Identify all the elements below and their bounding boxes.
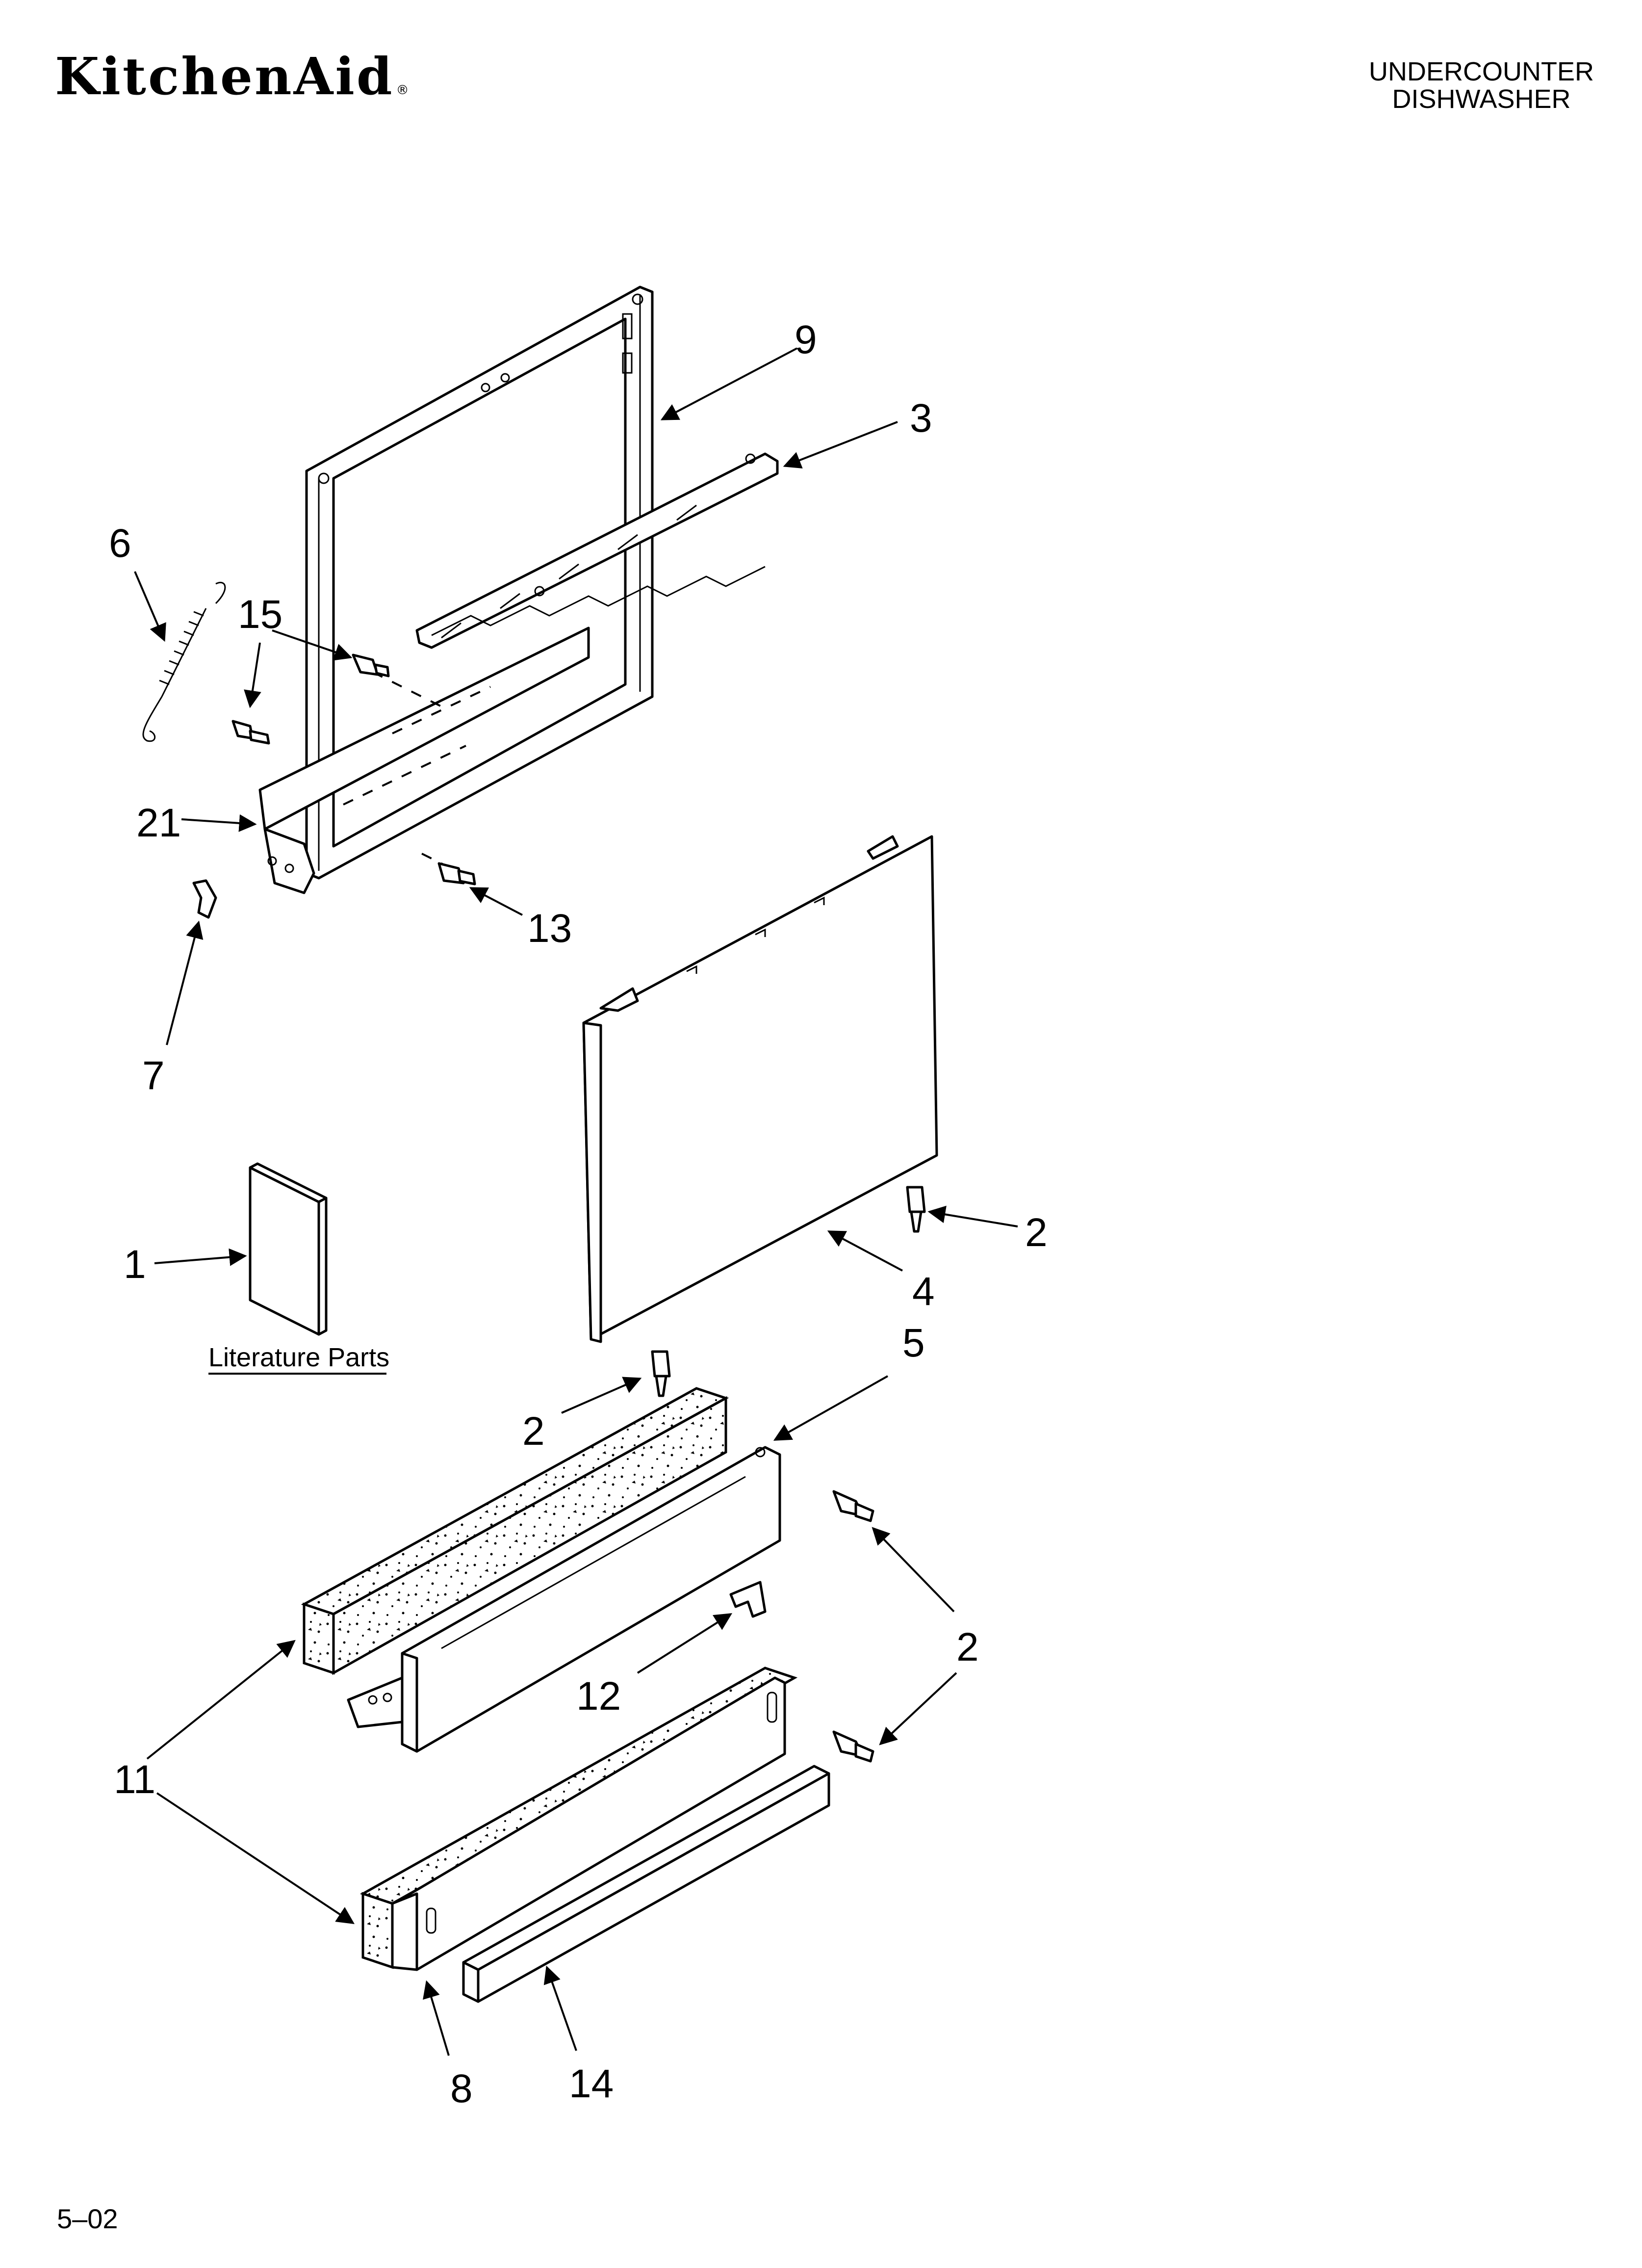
callout-21: 21 [136, 801, 181, 845]
leader-12 [637, 1613, 733, 1674]
callout-9: 9 [795, 317, 817, 362]
callout-8: 8 [450, 2066, 473, 2111]
callout-11: 11 [114, 1757, 155, 1802]
screw-2-toe-panel [832, 1490, 874, 1522]
leader-2-panel-right [927, 1205, 1018, 1227]
callout-4: 4 [912, 1269, 935, 1314]
callout-2-panel-right: 2 [1025, 1210, 1048, 1255]
callout-13: 13 [527, 906, 572, 951]
leader-2-toe-panel [872, 1527, 955, 1613]
clip-12-part [729, 1581, 767, 1618]
leader-14 [543, 1965, 577, 2051]
literature-part [249, 1162, 328, 1336]
kitchenaid-logo: KitchenAid® [55, 51, 411, 102]
screw-2-panel-right [906, 1186, 926, 1233]
leader-2-panel-bottom [561, 1377, 642, 1414]
callout-15: 15 [238, 592, 282, 637]
callout-14: 14 [569, 2061, 614, 2106]
leader-8 [423, 1980, 450, 2056]
leader-5 [773, 1375, 888, 1441]
leader-4 [827, 1230, 903, 1272]
spring-part [142, 581, 226, 742]
leader-9 [660, 347, 797, 420]
clip-part [192, 879, 217, 919]
leader-6 [134, 571, 166, 642]
screw-15-upper [352, 653, 390, 678]
leader-21 [181, 814, 257, 832]
door-frame-part [305, 286, 654, 880]
insulation-upper-part [301, 1387, 729, 1675]
product-title-line1: UNDERCOUNTER [1369, 57, 1594, 86]
strip-part [462, 1765, 830, 2003]
leader-15-lower [244, 642, 261, 708]
insulation-lower-part [359, 1667, 798, 1969]
screw-2-panel-bottom [651, 1350, 671, 1397]
callout-12: 12 [576, 1674, 621, 1719]
panel-part [582, 835, 938, 1343]
toe-panel-part [347, 1446, 781, 1753]
leader-3 [783, 421, 898, 469]
leader-11-upper [146, 1640, 296, 1760]
leader-2-kick-panel [879, 1672, 957, 1746]
callout-5: 5 [902, 1321, 925, 1365]
rail-bracket-part [415, 452, 779, 649]
callout-2-kick: 2 [956, 1625, 979, 1669]
leader-7 [166, 920, 204, 1045]
screw-2-kick-panel [832, 1730, 874, 1763]
leader-1 [154, 1248, 247, 1266]
leader-13 [469, 887, 523, 916]
callout-2-panel-bottom: 2 [522, 1409, 545, 1454]
callout-7: 7 [142, 1053, 165, 1098]
leader-15-upper [272, 629, 353, 661]
screw-13 [437, 862, 476, 886]
bottom-channel-part [258, 626, 590, 894]
callout-6: 6 [109, 521, 131, 566]
callout-3: 3 [910, 396, 932, 441]
literature-parts-label: Literature Parts [208, 1343, 389, 1372]
leader-11-lower [156, 1792, 355, 1924]
brand-name: KitchenAid [55, 46, 394, 106]
product-title-line2: DISHWASHER [1392, 84, 1571, 114]
footer-code: 5–02 [57, 2203, 118, 2234]
screw-15-lower [231, 720, 270, 745]
registered-mark: ® [396, 83, 411, 98]
kick-panel-part [391, 1676, 786, 1971]
product-title: UNDERCOUNTER DISHWASHER [1369, 58, 1594, 113]
callout-1: 1 [124, 1242, 146, 1287]
